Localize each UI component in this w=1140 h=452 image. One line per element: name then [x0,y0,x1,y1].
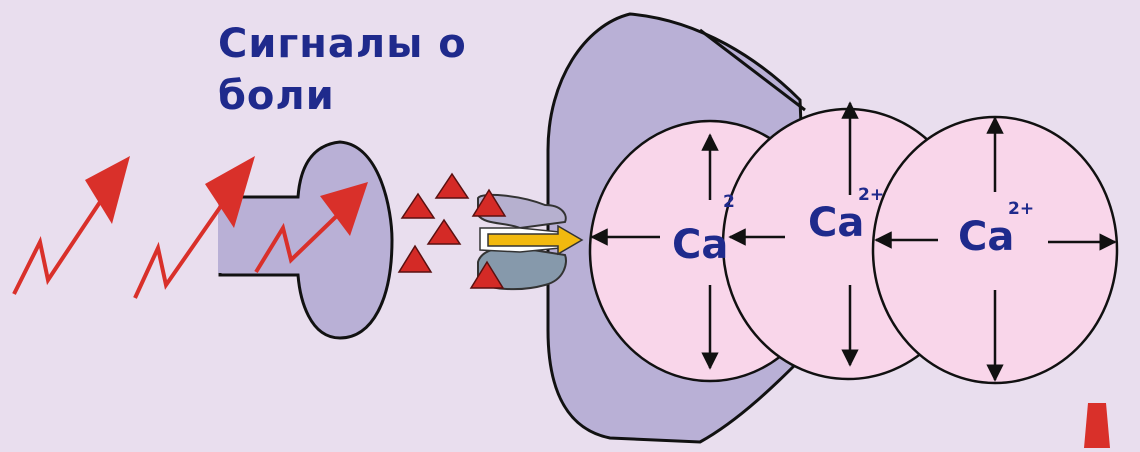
diffusion-arrows [590,101,1117,382]
title-line-1: Сигналы о [218,21,467,67]
ca-charge-1: 2 [723,192,735,212]
page-title: Сигналы о боли [218,18,518,122]
neurotransmitter-icon [397,244,433,273]
zigzag-arrow-icon [254,182,368,274]
title-line-2: боли [218,73,335,119]
neurotransmitter-icon [471,188,507,217]
ca-label-3: Ca [958,214,1014,260]
neurotransmitters [397,172,507,289]
ca-label-2: Ca [808,200,864,246]
red-arrow-partial [1084,403,1110,448]
zigzag-arrow-icon [12,156,130,295]
ca-charge-2: 2+ [858,185,884,205]
zigzag-arrow-icon [133,156,255,299]
neurotransmitter-icon [426,218,462,245]
ca-label-1: Ca [672,222,728,268]
axon-cut [218,199,224,273]
neurotransmitter-icon [400,192,436,219]
ca-charge-3: 2+ [1008,199,1034,219]
neurotransmitter-icon [434,172,470,199]
pain-signals [12,156,368,299]
ion-flow-arrow [487,224,584,256]
neuron-edge [699,28,806,112]
neurotransmitter-icon [469,260,505,289]
